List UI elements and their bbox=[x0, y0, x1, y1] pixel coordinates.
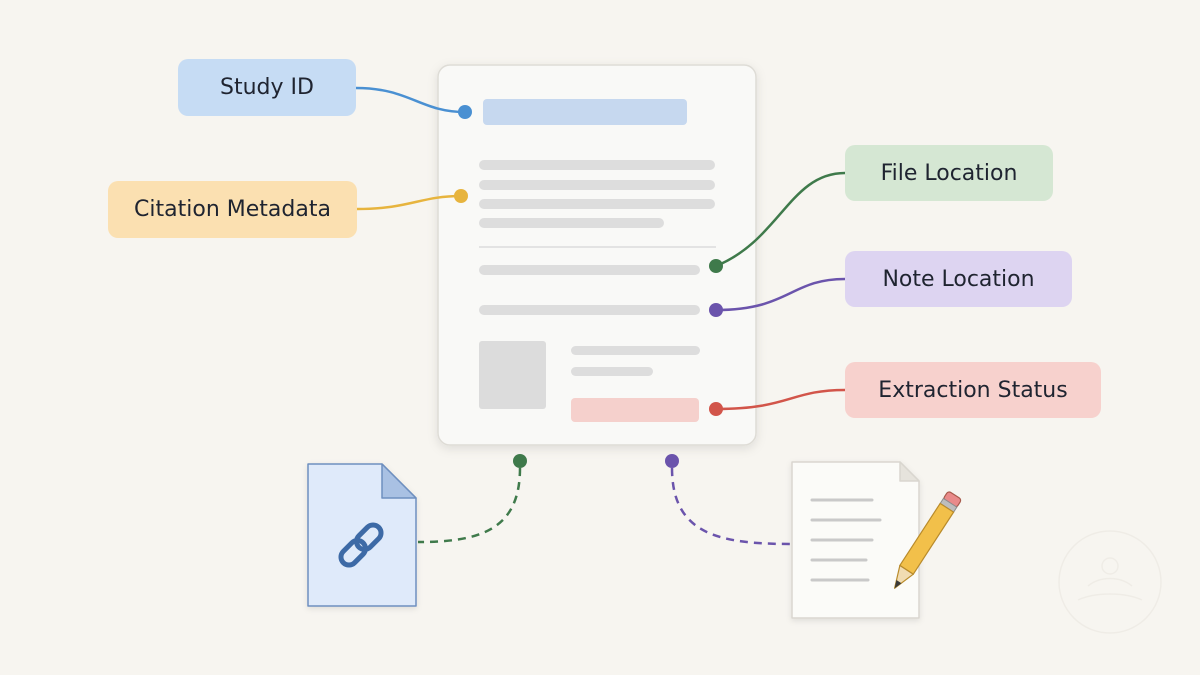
citation-connector bbox=[356, 194, 462, 211]
thumbnail-placeholder bbox=[479, 341, 546, 409]
extraction-connector bbox=[715, 388, 846, 411]
pencil-icon bbox=[893, 491, 962, 589]
watermark-emblem bbox=[1058, 530, 1162, 634]
study-id-connector bbox=[355, 86, 466, 114]
note-location-label: Note Location bbox=[845, 251, 1072, 307]
study-id-label: Study ID bbox=[178, 59, 356, 116]
file-location-field bbox=[479, 265, 700, 275]
file-location-connector bbox=[715, 171, 846, 268]
linked-file-icon bbox=[307, 463, 417, 607]
extraction-status-field bbox=[571, 398, 699, 422]
citation-metadata-label: Citation Metadata bbox=[108, 181, 357, 238]
study-id-field bbox=[483, 99, 687, 125]
note-location-connector bbox=[715, 277, 846, 312]
note-dashed-connector bbox=[670, 467, 793, 546]
extraction-status-label: Extraction Status bbox=[845, 362, 1101, 418]
file-location-label: File Location bbox=[845, 145, 1053, 201]
citation-lines bbox=[479, 160, 715, 228]
note-text-lines bbox=[810, 498, 882, 582]
note-location-field bbox=[479, 305, 700, 315]
note-with-pencil-icon bbox=[791, 461, 962, 619]
connector-dots bbox=[454, 105, 723, 468]
record-card bbox=[437, 64, 757, 446]
connectors bbox=[355, 86, 846, 411]
file-link-dashed-connector bbox=[417, 467, 522, 544]
chain-link-icon bbox=[338, 522, 384, 568]
